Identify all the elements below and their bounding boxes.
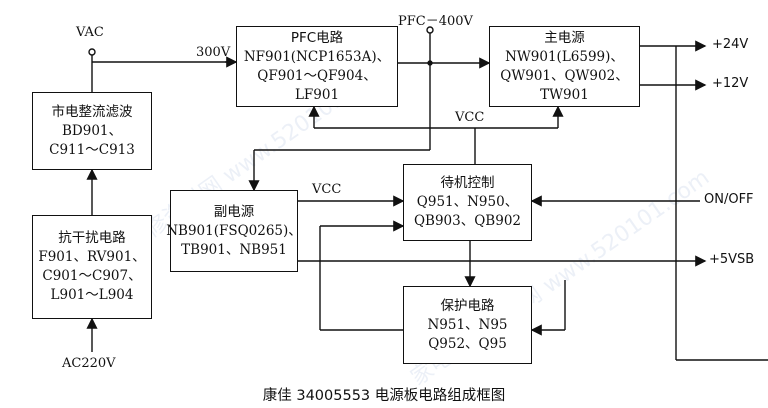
label-vac: VAC [76,25,104,40]
block-title: 保护电路 [440,297,495,314]
label-24v: +24V [712,37,749,52]
label-300v: 300V [196,45,231,60]
block-title: 待机控制 [440,175,495,191]
block-rectifier-filter: 市电整流滤波 BD901、 C911～C913 [32,92,152,170]
label-vcc-mid: VCC [312,182,342,197]
block-line: C911～C913 [49,141,135,158]
block-line: Q952、Q95 [428,335,507,352]
block-title: PFC电路 [290,29,344,46]
block-aux-psu: 副电源 NB901(FSQ0265)、 TB901、NB951 [166,190,302,272]
label-vcc-top: VCC [455,110,485,125]
block-line: Q951、N950、 [416,194,519,210]
block-line: BD901、 [61,122,122,139]
block-line: NB901(FSQ0265)、 [166,222,302,239]
block-line: QW901、QW902、TW901 [500,67,629,103]
vac-terminal [88,48,96,56]
label-pfc-400v: PFC－400V [398,14,473,29]
block-line: TB901、NB951 [181,241,287,258]
block-line: L901～L904 [50,287,134,303]
block-title: 副电源 [213,203,255,220]
block-line: NF901(NCP1653A)、 [243,48,391,65]
block-line: C901～C907、 [42,268,142,284]
block-main-psu: 主电源 NW901(L6599)、 QW901、QW902、TW901 [489,26,640,107]
block-line: QB903、QB902 [413,213,521,229]
block-standby-control: 待机控制 Q951、N950、 QB903、QB902 [403,164,532,241]
label-ac220v: AC220V [62,356,116,371]
block-line: N951、N95 [427,316,508,333]
block-emi-filter: 抗干扰电路 F901、RV901、 C901～C907、 L901～L904 [32,215,152,319]
label-12v: +12V [712,76,749,91]
figure-caption: 康佳 34005553 电源板电路组成框图 [262,388,506,404]
block-protection: 保护电路 N951、N95 Q952、Q95 [403,286,532,364]
block-line: F901、RV901、 [38,249,146,265]
label-5vsb: +5VSB [709,252,755,267]
block-line: NW901(L6599)、 [505,48,624,65]
block-title: 主电源 [544,29,585,46]
block-title: 市电整流滤波 [51,103,133,120]
block-title: 抗干扰电路 [58,230,126,246]
label-on-off: ON/OFF [704,192,754,207]
block-line: QF901～QF904、LF901 [257,67,377,103]
block-pfc: PFC电路 NF901(NCP1653A)、 QF901～QF904、LF901 [236,26,398,107]
